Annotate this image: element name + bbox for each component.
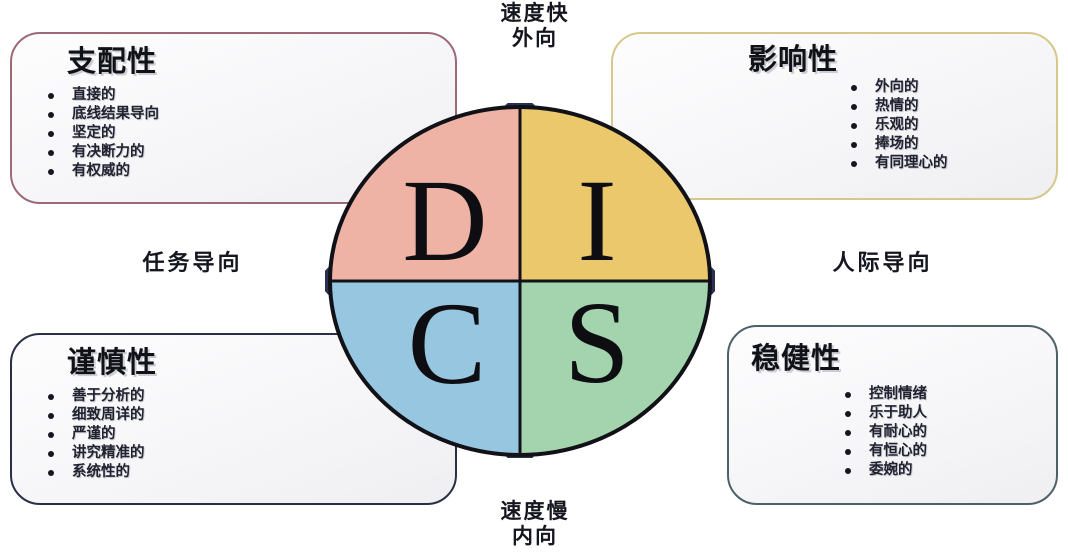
quadrant-box-influence: 影响性 外向的 热情的 乐观的 捧场的 有同理心的 [611,32,1058,200]
list-item: 有权威的 [42,162,159,181]
wheel-letter-c: C [408,278,487,409]
axis-label-top: 速度快 外向 [460,2,610,52]
list-item: 控制情绪 [839,385,927,404]
list-item: 坚定的 [42,124,159,143]
list-item: 底线结果导向 [42,105,159,124]
quadrant-box-steadiness: 稳健性 控制情绪 乐于助人 有耐心的 有恒心的 委婉的 [727,325,1058,505]
list-item: 讲究精准的 [42,444,145,463]
quadrant-title-dominance: 支配性 [67,46,158,78]
list-item: 系统性的 [42,463,145,482]
wheel-quadrant-influence [520,107,710,281]
list-item: 善于分析的 [42,387,145,406]
trait-list-dominance: 直接的 底线结果导向 坚定的 有决断力的 有权威的 [42,86,159,181]
axis-label-bottom: 速度慢 内向 [460,500,610,550]
list-item: 有恒心的 [839,442,927,461]
axis-label-left-line1: 任务导向 [142,250,243,275]
wheel-letter-s: S [564,277,630,408]
wheel-letter-d: D [402,155,487,286]
list-item: 乐观的 [845,116,948,135]
trait-list-steadiness: 控制情绪 乐于助人 有耐心的 有恒心的 委婉的 [839,385,927,480]
trait-list-influence: 外向的 热情的 乐观的 捧场的 有同理心的 [845,78,948,173]
list-item: 直接的 [42,86,159,105]
axis-label-bottom-line1: 速度慢 [500,500,570,523]
wheel-quadrant-steadiness [520,281,710,455]
axis-label-right: 人际导向 [800,250,965,276]
list-item: 乐于助人 [839,404,927,423]
wheel-outline [328,105,712,457]
list-item: 捧场的 [845,135,948,154]
axis-label-top-line2: 外向 [512,26,558,50]
axis-label-right-line1: 人际导向 [832,250,933,275]
axis-label-left: 任务导向 [110,250,275,276]
trait-list-conscientiousness: 善于分析的 细致周详的 严谨的 讲究精准的 系统性的 [42,387,145,482]
wheel-quadrant-conscientiousness [330,281,520,455]
wheel-quadrant-dominance [330,107,520,281]
wheel-letter-i: I [577,155,616,286]
quadrant-title-conscientiousness: 谨慎性 [67,347,158,379]
list-item: 有耐心的 [839,423,927,442]
disc-wheel-svg: D I C S [325,103,715,458]
list-item: 细致周详的 [42,406,145,425]
list-item: 外向的 [845,78,948,97]
quadrant-box-dominance: 支配性 直接的 底线结果导向 坚定的 有决断力的 有权威的 [10,32,457,204]
axis-label-top-line1: 速度快 [500,2,570,25]
list-item: 有同理心的 [845,154,948,173]
quadrant-title-steadiness: 稳健性 [751,343,842,375]
list-item: 委婉的 [839,461,927,480]
list-item: 热情的 [845,97,948,116]
disc-wheel: D I C S [325,103,715,458]
quadrant-title-influence: 影响性 [748,44,839,76]
list-item: 有决断力的 [42,143,159,162]
list-item: 严谨的 [42,425,145,444]
axis-label-bottom-line2: 内向 [512,524,558,548]
